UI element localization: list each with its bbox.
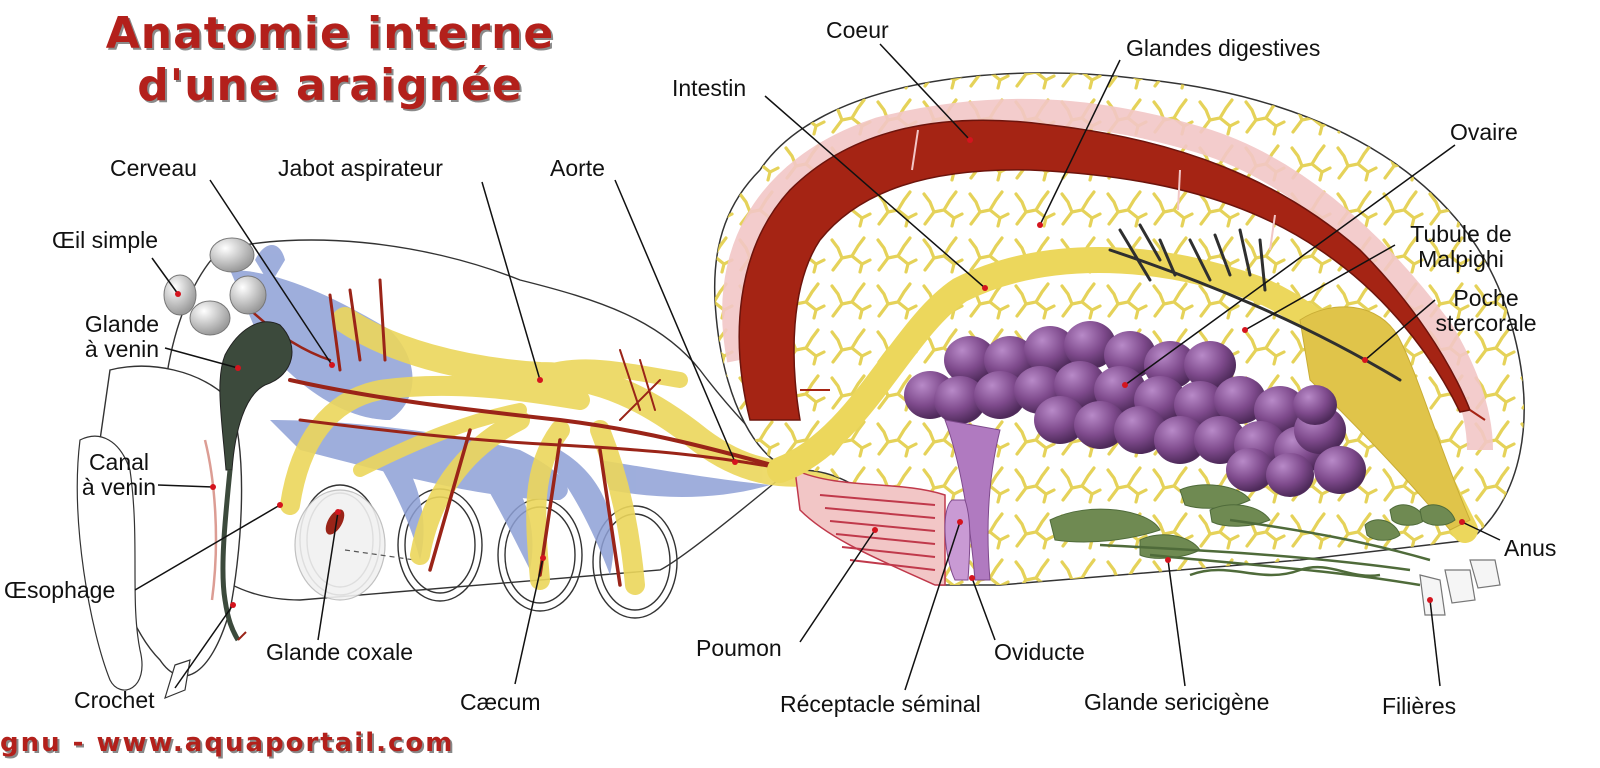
stercoral-pocket	[1299, 306, 1471, 531]
label-poche-line1: Poche	[1453, 285, 1519, 311]
leader-cerveau	[209, 179, 333, 366]
leader-glandes-digestives	[1039, 59, 1121, 226]
label-glande-venin: Glande à venin	[66, 312, 178, 362]
title-line-1: Anatomie interne	[105, 8, 555, 59]
leader-caecum	[514, 557, 544, 685]
ovary	[904, 321, 1366, 497]
venom-gland	[203, 321, 293, 642]
label-glande-coxale: Glande coxale	[266, 639, 414, 665]
leader-jabot	[481, 181, 541, 381]
label-sericigene: Glande sericigène	[1084, 689, 1270, 715]
leader-canal	[157, 484, 214, 488]
label-glande-venin-line2: à venin	[84, 336, 160, 362]
leader-coeur	[879, 43, 971, 141]
leader-receptacle	[904, 521, 961, 691]
leader-sericigene	[1167, 559, 1186, 687]
label-crochet: Crochet	[74, 687, 155, 713]
anchor-dots	[175, 137, 1465, 608]
credit-watermark: gnu - www.aquaportail.com	[0, 728, 455, 758]
leader-aorte	[614, 179, 736, 463]
label-filieres: Filières	[1382, 693, 1457, 719]
leader-oviducte	[971, 577, 996, 641]
leader-oeil	[151, 257, 179, 295]
label-glande-venin-line1: Glande	[84, 311, 160, 337]
leader-filieres	[1429, 599, 1441, 687]
nerve-mass	[230, 245, 770, 575]
leader-tubule	[1244, 244, 1396, 331]
label-canal-line2: à venin	[81, 474, 157, 500]
label-cerveau: Cerveau	[110, 155, 197, 181]
heart	[738, 119, 1472, 421]
leader-oesophage	[134, 504, 281, 591]
leader-glande-coxale	[317, 511, 339, 641]
leader-intestin	[764, 95, 986, 289]
label-aorte: Aorte	[550, 155, 605, 181]
leader-poche	[1364, 299, 1436, 361]
label-caecum: Cæcum	[460, 689, 541, 715]
label-canal-line1: Canal	[88, 449, 150, 475]
silk-glands	[1049, 484, 1456, 587]
cephalothorax	[76, 237, 843, 700]
label-oviducte: Oviducte	[994, 639, 1085, 665]
heart-ostia	[911, 129, 1276, 251]
malpighian-tubules	[1108, 223, 1402, 382]
thorax-arteries	[238, 278, 792, 587]
leader-poumon	[799, 529, 876, 643]
label-tubule-line2: Malpighi	[1418, 246, 1504, 272]
coxal-gland-shape	[325, 509, 345, 535]
title-line-2: d'une araignée	[137, 60, 523, 111]
leader-ovaire	[1124, 144, 1456, 386]
spinnerets	[1419, 559, 1501, 616]
label-intestin: Intestin	[672, 75, 747, 101]
label-anus: Anus	[1504, 535, 1557, 561]
label-poumon: Poumon	[696, 635, 782, 661]
leader-lines	[134, 43, 1501, 691]
abdomen	[713, 72, 1525, 616]
label-glandes-digestives: Glandes digestives	[1126, 35, 1321, 61]
label-coeur: Coeur	[826, 17, 889, 43]
abdomen-arteries	[800, 389, 1486, 421]
leader-anus	[1461, 521, 1501, 541]
label-canal-venin: Canal à venin	[66, 450, 172, 500]
leader-glande-venin	[164, 347, 239, 369]
label-poche: Poche stercorale	[1424, 286, 1548, 336]
leader-crochet	[174, 604, 234, 689]
label-tubule: Tubule de Malpighi	[1398, 222, 1524, 272]
label-poche-line2: stercorale	[1435, 310, 1537, 336]
label-oeil: Œil simple	[52, 227, 159, 253]
label-oesophage: Œsophage	[4, 577, 116, 603]
label-tubule-line1: Tubule de	[1410, 221, 1512, 247]
oviduct-receptacle	[944, 419, 1001, 581]
label-jabot: Jabot aspirateur	[278, 155, 443, 181]
label-ovaire: Ovaire	[1450, 119, 1518, 145]
label-receptacle: Réceptacle séminal	[780, 691, 981, 717]
